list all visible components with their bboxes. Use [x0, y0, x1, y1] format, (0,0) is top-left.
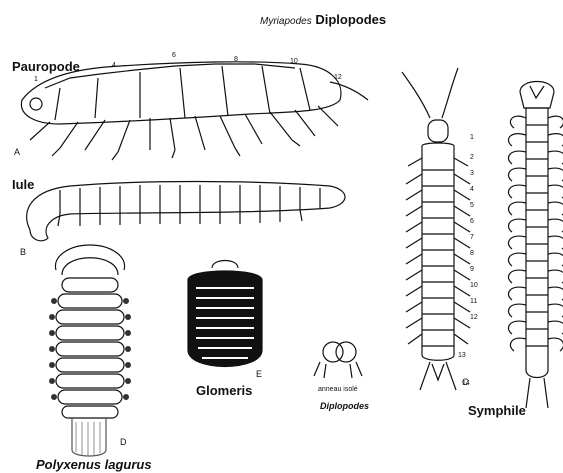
symphile-seg-label: 13: [458, 352, 466, 359]
symphile-drawing: [508, 82, 563, 409]
letter-d: D: [120, 438, 127, 447]
anneau-isole-drawing: [314, 342, 362, 378]
title-bold: Diplopodes: [315, 12, 386, 27]
iule-drawing: [27, 182, 345, 241]
symphile-seg-label: 11: [470, 298, 477, 305]
symphile-outline-drawing: [402, 68, 470, 390]
pauropode-drawing: [21, 62, 368, 160]
symphile-seg-label: 12: [470, 314, 478, 321]
symphile-seg-label: 6: [470, 218, 474, 225]
pauropode-seg-label: 1: [34, 76, 38, 83]
symphile-seg-label: 10: [470, 282, 478, 289]
symphile-seg-label: 8: [470, 250, 474, 257]
label-glomeris: Glomeris: [196, 384, 252, 397]
pauropode-seg-label: 8: [234, 56, 238, 63]
label-polyxenus: Polyxenus lagurus: [36, 458, 152, 471]
symphile-seg-label: 2: [470, 154, 474, 161]
symphile-seg-label: 3: [470, 170, 474, 177]
title-italic: Myriapodes: [260, 16, 312, 27]
symphile-seg-label: 4: [470, 186, 474, 193]
letter-e: E: [256, 370, 262, 379]
pauropode-seg-label: 4: [112, 62, 116, 69]
label-iule: Iule: [12, 178, 34, 191]
glomeris-drawing: [188, 261, 262, 367]
symphile-seg-label: 9: [470, 266, 474, 273]
pauropode-seg-label: 6: [172, 52, 176, 59]
label-diplopodes-small: Diplopodes: [320, 402, 369, 411]
page-title: Myriapodes Diplopodes: [260, 13, 386, 27]
symphile-seg-label: 1: [470, 134, 474, 141]
pauropode-seg-label: 12: [334, 74, 342, 81]
letter-b: B: [20, 248, 26, 257]
symphile-seg-label: 5: [470, 202, 474, 209]
symphile-seg-label: 7: [470, 234, 474, 241]
letter-a: A: [14, 148, 20, 157]
label-symphile: Symphile: [468, 404, 526, 417]
label-pauropode: Pauropode: [12, 60, 80, 73]
pauropode-seg-label: 10: [290, 58, 298, 65]
polyxenus-drawing: [49, 245, 131, 456]
label-anneau-isole: anneau isolé: [318, 386, 358, 393]
symphile-seg-label: 14: [462, 380, 470, 387]
